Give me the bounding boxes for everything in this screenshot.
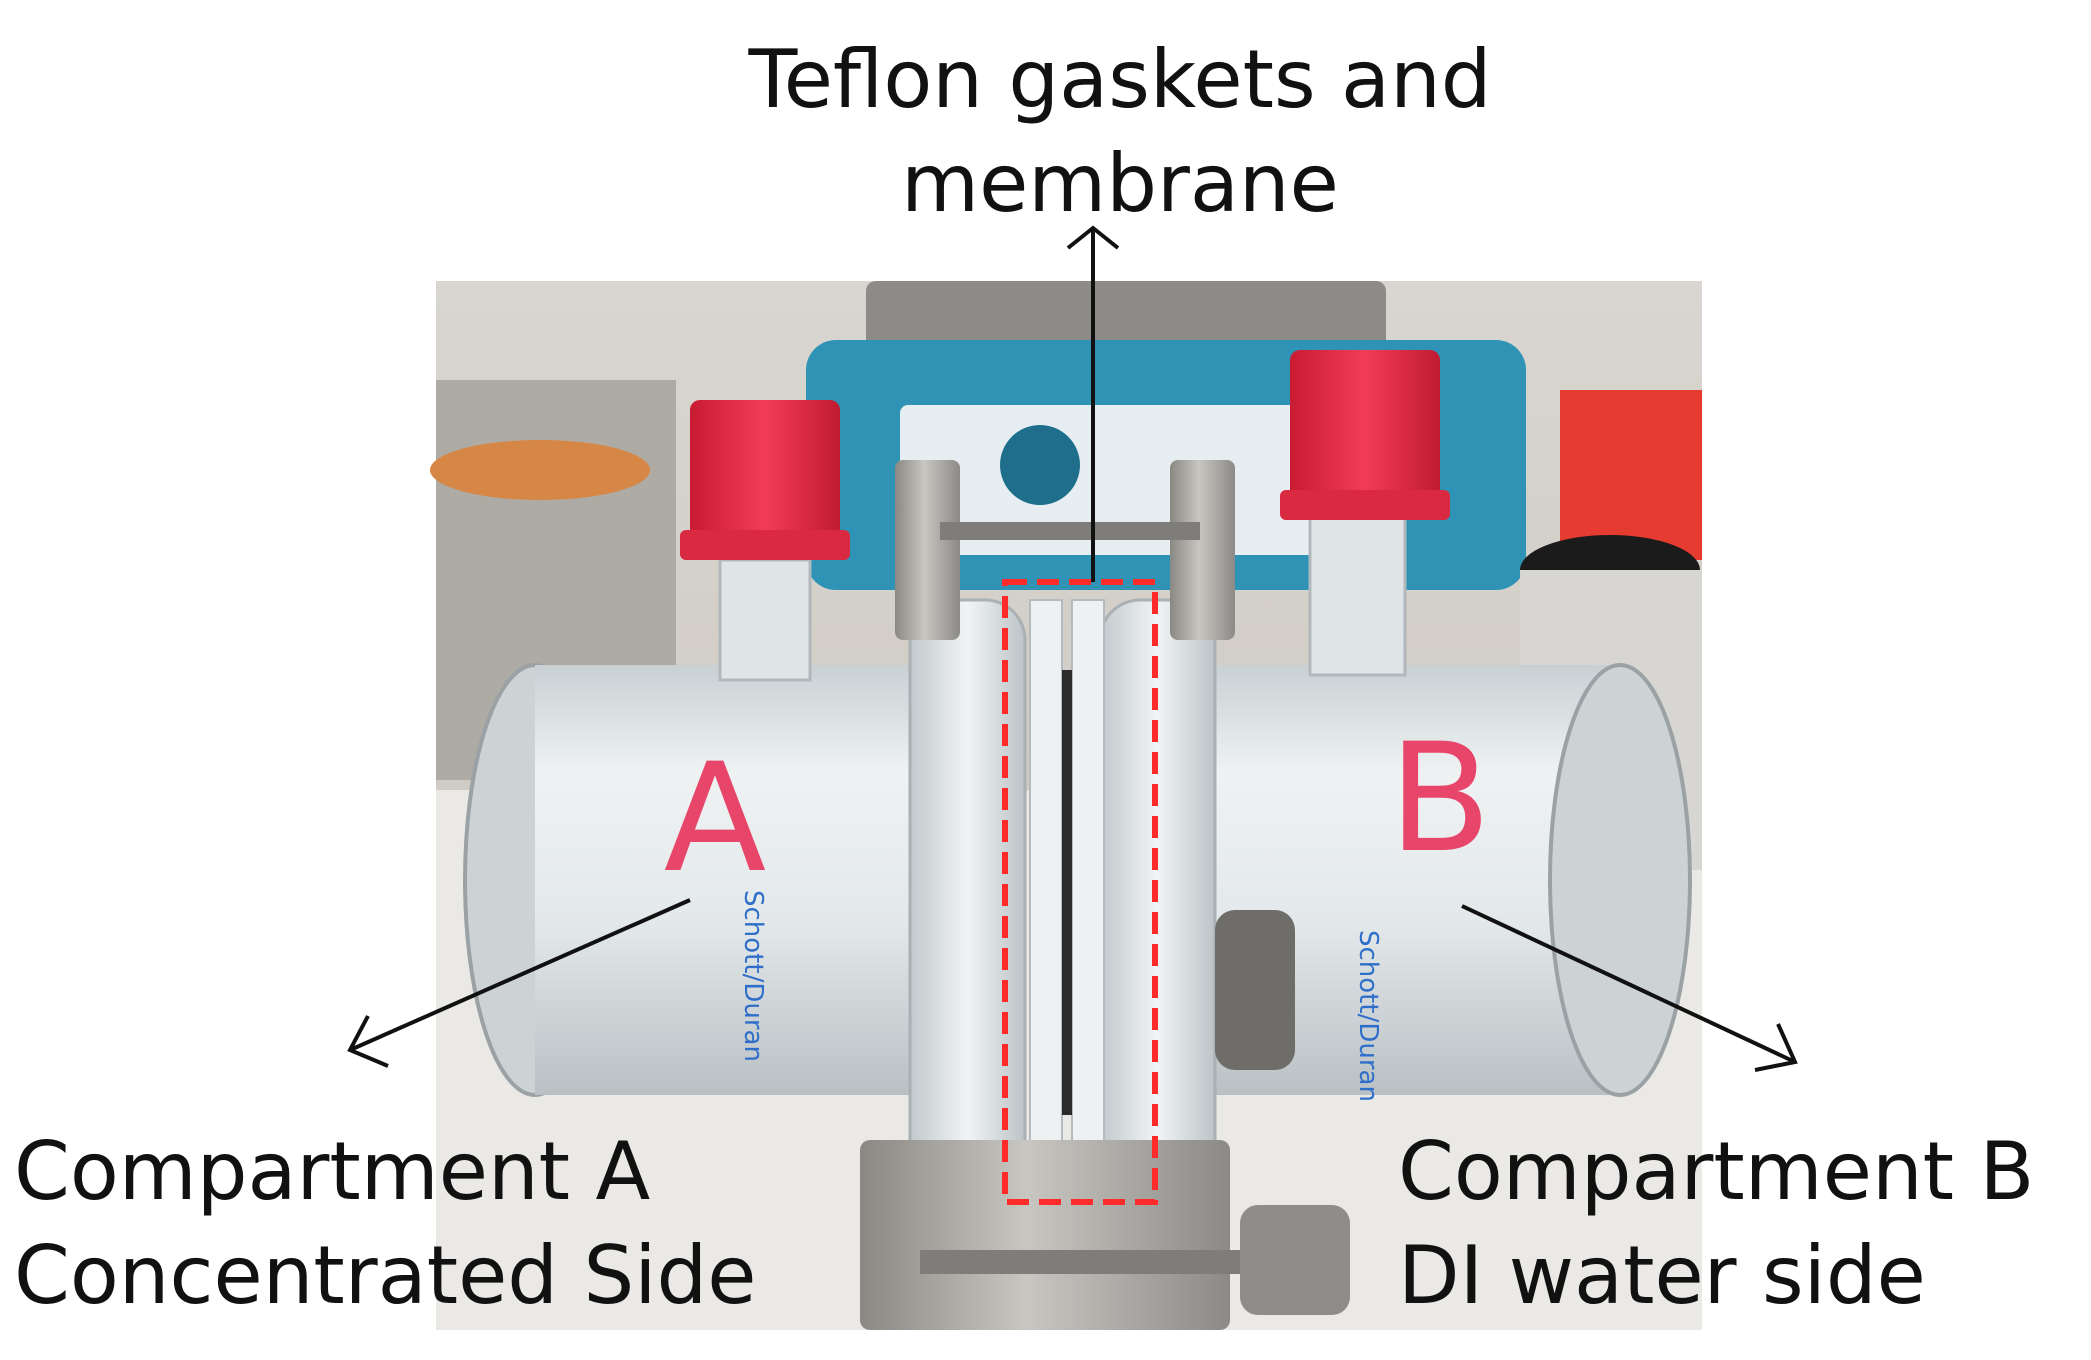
label-teflon-gaskets-line2: membrane (901, 137, 1339, 230)
clamp-top-rod (940, 522, 1200, 540)
top-arrow-head (1066, 225, 1120, 250)
compartment-a-logo: Schott/Duran (738, 890, 768, 1062)
compartment-a-cap (690, 400, 840, 550)
membrane-highlight-box (1002, 579, 1158, 1205)
stirrer-top (866, 281, 1386, 351)
label-compartment-a-line2: Concentrated Side (14, 1229, 757, 1322)
label-compartment-b: Compartment B DI water side (1398, 1120, 2034, 1328)
membrane (1062, 670, 1072, 1115)
label-compartment-a-line1: Compartment A (14, 1125, 651, 1218)
teflon-gasket-left (1029, 599, 1063, 1191)
clamp-side-knob (1215, 910, 1295, 1070)
orange-plate (430, 440, 650, 500)
teflon-gasket-right (1071, 599, 1105, 1191)
left-arrow-head (347, 1015, 389, 1068)
right-red-equipment (1560, 390, 1702, 560)
annotation-arrows (347, 225, 1798, 1072)
label-compartment-a: Compartment A Concentrated Side (14, 1120, 757, 1328)
clamp-right-arm (1170, 460, 1235, 640)
right-arrow-head (1754, 1023, 1798, 1072)
clamp-thumb-screw (1240, 1205, 1350, 1315)
left-arrow-line (349, 898, 691, 1052)
label-teflon-gaskets: Teflon gaskets and membrane (560, 28, 1680, 236)
clamp-base (860, 1140, 1230, 1330)
stirrer-knob (1000, 425, 1080, 505)
compartment-b-cap (1290, 350, 1440, 500)
compartment-b-end (1548, 663, 1692, 1097)
label-teflon-gaskets-line1: Teflon gaskets and (748, 33, 1492, 126)
compartment-b-logo: Schott/Duran (1353, 930, 1383, 1102)
compartment-a-cap-base (680, 530, 850, 560)
compartment-a-neck (718, 558, 812, 682)
compartment-b-neck (1308, 503, 1407, 677)
compartment-a-marker-letter: A (664, 732, 767, 906)
label-compartment-b-line1: Compartment B (1398, 1125, 2035, 1218)
membrane-clamp (860, 460, 1350, 1330)
compartment-a-body (535, 665, 955, 1095)
compartment-a: A Schott/Duran (463, 400, 955, 1097)
clamp-left-arm (895, 460, 960, 640)
label-compartment-b-line2: DI water side (1398, 1229, 1926, 1322)
right-arrow-line (1461, 904, 1796, 1064)
compartment-b-cap-base (1280, 490, 1450, 520)
compartment-b-marker-letter: B (1389, 712, 1492, 886)
